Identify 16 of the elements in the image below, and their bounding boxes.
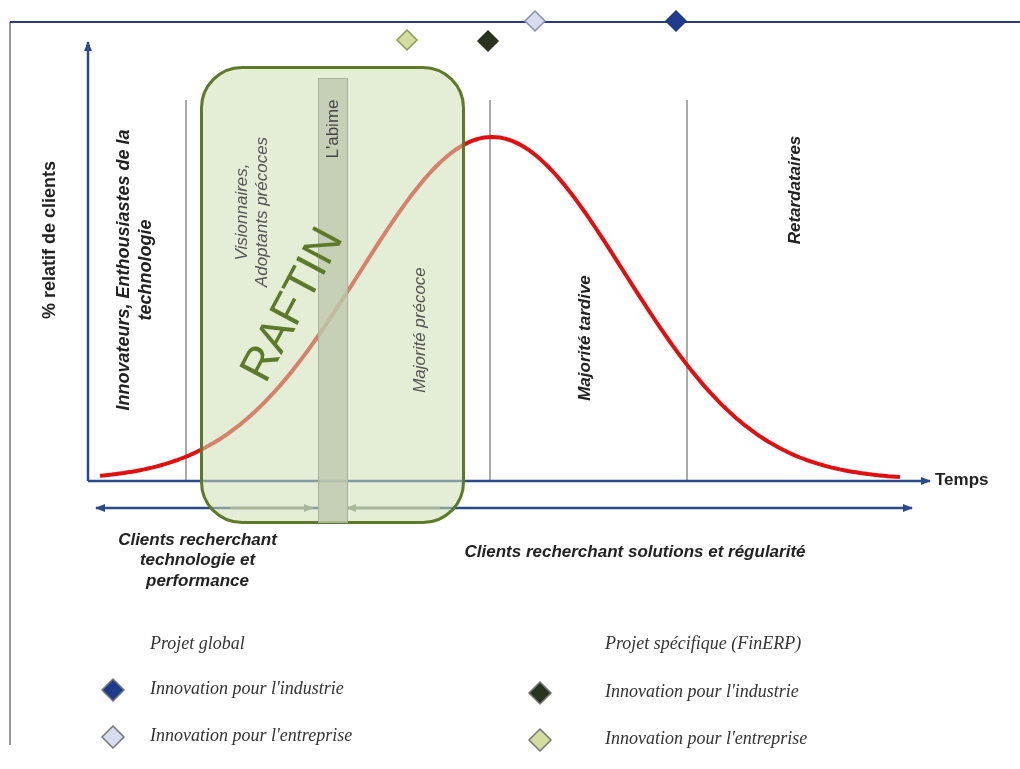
segment-label: Innovateurs, Enthousiastes de la technologie (113, 128, 156, 413)
group-caption: Clients recherchant solutions et régularité (463, 542, 807, 563)
axis-title: % relatif de clients (39, 159, 61, 322)
segment-label: Retardataires (784, 134, 805, 247)
axis-title: Temps (935, 470, 990, 491)
group-caption: Clients recherchant technologie et performance (117, 530, 279, 592)
legend-label: Innovation pour l'entreprise (605, 728, 808, 749)
segment-label: Majorité tardive (574, 274, 595, 403)
bar-label: L'abime (322, 99, 343, 159)
legend-label: Innovation pour l'industrie (605, 681, 799, 702)
legend-label: Innovation pour l'entreprise (150, 725, 353, 746)
highlight-box (200, 66, 465, 524)
legend-heading: Projet spécifique (FinERP) (605, 633, 803, 654)
segment-label: Majorité précoce (409, 266, 430, 395)
legend-heading: Projet global (150, 633, 246, 654)
legend-label: Innovation pour l'industrie (150, 678, 344, 699)
